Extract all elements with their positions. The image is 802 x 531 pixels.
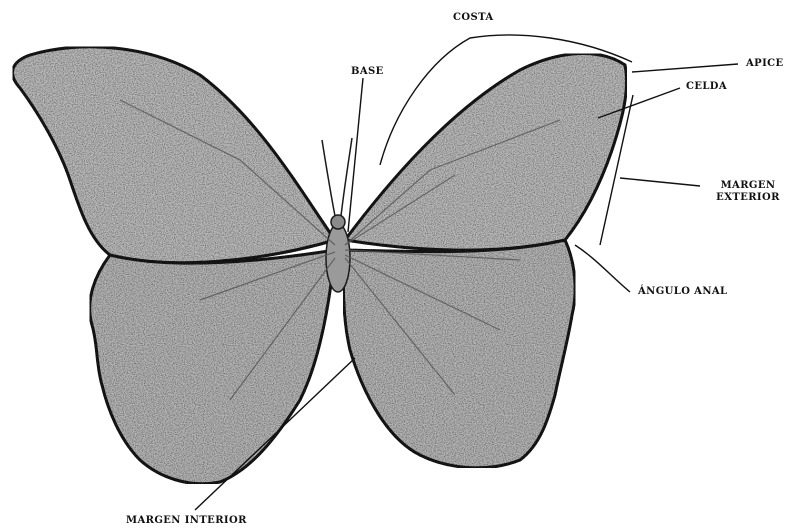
right-forewing xyxy=(345,54,627,251)
label-base: BASE xyxy=(351,66,384,78)
angulo-anal-leader-line xyxy=(575,245,630,292)
label-costa: COSTA xyxy=(453,12,494,24)
label-margen-exterior-line1: MARGEN xyxy=(708,180,788,192)
label-margen-interior: MARGEN INTERIOR xyxy=(126,515,247,527)
label-margen-exterior: MARGEN EXTERIOR xyxy=(708,180,788,204)
label-angulo-anal: ÁNGULO ANAL xyxy=(638,286,727,298)
antenna-left xyxy=(322,140,335,216)
apice-leader-line xyxy=(632,64,738,72)
label-celda: CELDA xyxy=(686,81,727,93)
left-forewing xyxy=(13,47,335,263)
right-hindwing xyxy=(343,240,575,468)
left-hindwing xyxy=(90,250,335,484)
margen-exterior-leader-line xyxy=(620,178,700,186)
butterfly-body xyxy=(326,224,350,292)
base-leader-line xyxy=(348,78,363,232)
butterfly-head xyxy=(331,215,345,229)
label-apice: APICE xyxy=(746,58,784,70)
label-margen-exterior-line2: EXTERIOR xyxy=(708,192,788,204)
